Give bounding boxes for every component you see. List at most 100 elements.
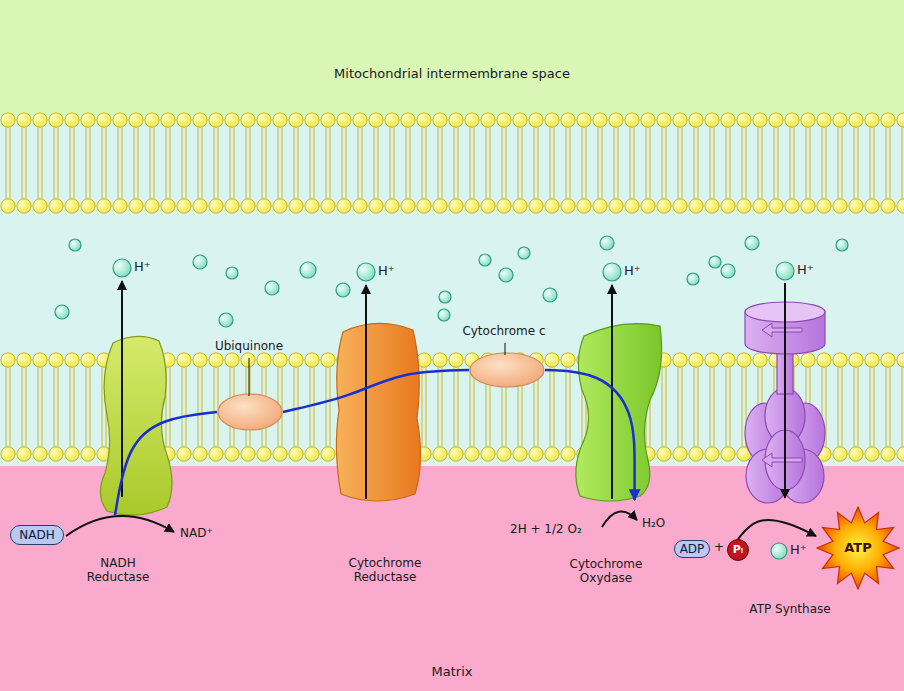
label-holder: Cytochrome c [444, 324, 564, 338]
chem-label: H₂O [642, 516, 665, 530]
complex-label: Ubiquinone [194, 339, 304, 353]
molecule-label: Pᵢ [733, 543, 743, 556]
nadh-reductase-complex: NADH Reductase [95, 335, 175, 515]
shape-outline [217, 393, 283, 431]
proton-ion [439, 291, 451, 303]
proton-pump-arrow [365, 285, 367, 499]
lipid-tails [0, 120, 904, 206]
chem-label: H⁺ [797, 262, 814, 278]
carrier-shape [470, 353, 544, 387]
molecule-label: NADH [19, 528, 54, 542]
star-shape [817, 507, 899, 589]
shape-outline [95, 335, 175, 515]
region-label: Matrix [432, 664, 473, 680]
rotation-arrow [762, 453, 802, 467]
proton-ion [776, 262, 794, 280]
proton-ion [745, 236, 759, 250]
label-holder: H⁺ [797, 262, 814, 278]
lipid-heads [0, 112, 904, 128]
label-holder: + [714, 540, 724, 554]
nadh-molecule: NADH [10, 525, 63, 545]
proton-ion [300, 262, 316, 278]
label-holder: ATP Synthase [725, 602, 855, 616]
lipid-heads [0, 198, 904, 214]
proton-ion [219, 313, 233, 327]
proton-ion [55, 305, 69, 319]
label-holder: 2H + 1/2 O₂ [510, 522, 582, 536]
proton-ion [69, 239, 81, 251]
cytochrome-oxydase-complex: Cytochrome Oxydase [570, 320, 665, 500]
shape-outline [333, 322, 421, 502]
proton-ion [687, 273, 699, 285]
intermembrane-ground [0, 0, 904, 116]
chem-label: NAD⁺ [180, 526, 213, 540]
shape-outline [469, 352, 545, 388]
complex-label: Cytochrome Reductase [333, 556, 437, 585]
chem-label: + [714, 540, 724, 554]
cytochrome-c-carrier: Cytochrome c [469, 352, 545, 388]
chem-label: H⁺ [624, 263, 641, 279]
chem-label: 2H + 1/2 O₂ [510, 522, 582, 536]
complex-label: ATP Synthase [725, 602, 855, 616]
shape-outline [570, 320, 665, 500]
chem-label: H⁺ [378, 263, 395, 279]
proton-ion [226, 267, 238, 279]
complex-label: Cytochrome Oxydase [554, 557, 658, 586]
region-band: Mitochondrial intermembrane space [0, 0, 904, 112]
proton-group [55, 236, 848, 559]
complex-label: Cytochrome c [444, 324, 564, 338]
electron-path [115, 412, 217, 515]
carrier-shape [218, 394, 282, 430]
atp-molecule: ATP [816, 506, 900, 590]
rotation-arrow [762, 323, 802, 337]
proton-ion [357, 263, 375, 281]
complex-shape [100, 336, 172, 515]
label-holder: H⁺ [378, 263, 395, 279]
label-holder: H⁺ [134, 259, 151, 275]
proton-ion [336, 283, 350, 297]
proton-ion [709, 256, 721, 268]
label-holder: NAD⁺ [180, 526, 213, 540]
molecule-label: ADP [680, 542, 705, 556]
cytochrome-reductase-complex: Cytochrome Reductase [333, 322, 421, 502]
proton-flow-arrow [784, 283, 786, 498]
label-holder: H⁺ [790, 542, 807, 558]
proton-ion [836, 239, 848, 251]
electron-path [545, 370, 635, 500]
label-holder: NADH Reductase [70, 556, 166, 585]
electron-path [738, 520, 816, 539]
chem-label: H⁺ [790, 542, 807, 558]
proton-ion [265, 281, 279, 295]
complex-label: NADH Reductase [70, 556, 166, 585]
molecule-label: ATP [844, 540, 871, 556]
leader-line [505, 343, 506, 355]
proton-ion [479, 254, 491, 266]
proton-pump-arrow [121, 281, 123, 497]
oxidation-arrow [66, 516, 174, 536]
proton-ion [113, 259, 131, 277]
label-holder: H₂O [642, 516, 665, 530]
label-holder: Cytochrome Oxydase [554, 557, 658, 586]
label-holder: H⁺ [624, 263, 641, 279]
region-label: Mitochondrial intermembrane space [334, 66, 570, 82]
proton-ion [600, 236, 614, 250]
complex-shape [336, 323, 420, 501]
leader-line [249, 358, 250, 396]
proton-ion [721, 264, 735, 278]
complex-shape [576, 324, 662, 501]
electron-path [283, 370, 469, 412]
phosphate-molecule: Pᵢ [727, 539, 749, 561]
proton-ion [193, 255, 207, 269]
proton-ion [771, 543, 787, 559]
proton-ion [603, 263, 621, 281]
proton-ion [518, 247, 530, 259]
label-holder: Cytochrome Reductase [333, 556, 437, 585]
proton-ion [543, 288, 557, 302]
chem-label: H⁺ [134, 259, 151, 275]
proton-pump-arrow [611, 285, 613, 499]
proton-ion [438, 309, 450, 321]
